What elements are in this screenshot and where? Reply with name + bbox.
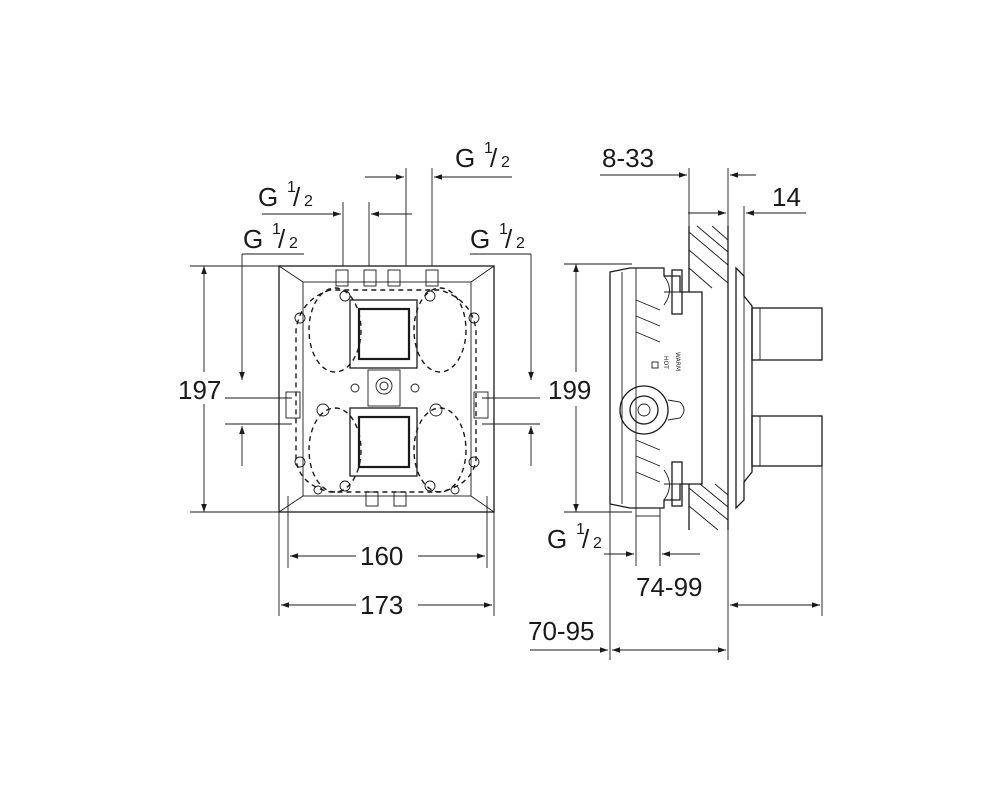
side-valve-outer	[619, 385, 669, 435]
thread-label-left: G 1 / 2	[243, 221, 298, 254]
front-lower-square-outer	[349, 407, 418, 477]
side-view: WARM HOT	[609, 225, 823, 531]
front-view	[278, 265, 495, 513]
side-plate-label: 14	[772, 182, 801, 212]
front-dimensions	[190, 168, 540, 616]
svg-text:1: 1	[499, 221, 508, 238]
svg-text:2: 2	[501, 154, 510, 171]
svg-text:G: G	[470, 224, 490, 254]
front-upper-square-outer	[349, 299, 418, 369]
svg-text:/: /	[293, 182, 301, 212]
front-outer-width-label: 173	[360, 590, 403, 620]
side-labels: 8-33 14 199 74-99 70-95 G 1 / 2	[528, 143, 801, 646]
thread-label-top-mid: G 1 / 2	[258, 179, 313, 212]
svg-text:/: /	[278, 224, 286, 254]
side-depth-b-label: 70-95	[528, 616, 595, 646]
front-outer-plate	[278, 265, 495, 513]
thread-label-top-right: G 1 / 2	[455, 140, 510, 173]
front-lower-square-inner	[357, 415, 411, 469]
svg-text:2: 2	[289, 235, 298, 252]
side-handle-lower	[751, 415, 823, 467]
side-cover-plate	[735, 266, 753, 510]
front-height-label: 197	[178, 375, 221, 405]
side-handle-upper	[751, 307, 823, 361]
svg-text:1: 1	[287, 179, 296, 196]
front-body-outline	[295, 289, 477, 493]
front-fasteners	[294, 290, 480, 495]
svg-text:2: 2	[304, 193, 313, 210]
svg-text:/: /	[505, 224, 513, 254]
svg-text:/: /	[582, 524, 590, 554]
svg-text:G: G	[243, 224, 263, 254]
svg-text:1: 1	[576, 521, 585, 538]
side-wall-range-label: 8-33	[602, 143, 654, 173]
svg-text:G: G	[258, 182, 278, 212]
front-labels: 197 160 173 G 1 / 2 G 1 / 2 G 1 / 2 G 1 …	[178, 140, 525, 620]
side-housing	[609, 267, 703, 509]
thread-label-right: G 1 / 2	[470, 221, 525, 254]
thread-label-bottom: G 1 / 2	[547, 521, 602, 554]
svg-text:1: 1	[484, 140, 493, 157]
front-inner-bevel	[302, 281, 472, 497]
front-inner-width-label: 160	[360, 541, 403, 571]
svg-text:G: G	[455, 143, 475, 173]
svg-text:2: 2	[593, 535, 602, 552]
side-depth-a-label: 74-99	[636, 572, 703, 602]
svg-text:2: 2	[516, 235, 525, 252]
front-upper-square-inner	[357, 307, 411, 361]
svg-text:1: 1	[272, 221, 281, 238]
side-valve-inner	[629, 395, 659, 425]
side-dimensions	[530, 168, 823, 660]
label-hot: HOT	[662, 356, 669, 369]
label-warm: WARM	[674, 352, 681, 371]
side-height-label: 199	[548, 375, 591, 405]
svg-text:G: G	[547, 524, 567, 554]
wall-section	[688, 225, 729, 531]
svg-text:/: /	[490, 143, 498, 173]
